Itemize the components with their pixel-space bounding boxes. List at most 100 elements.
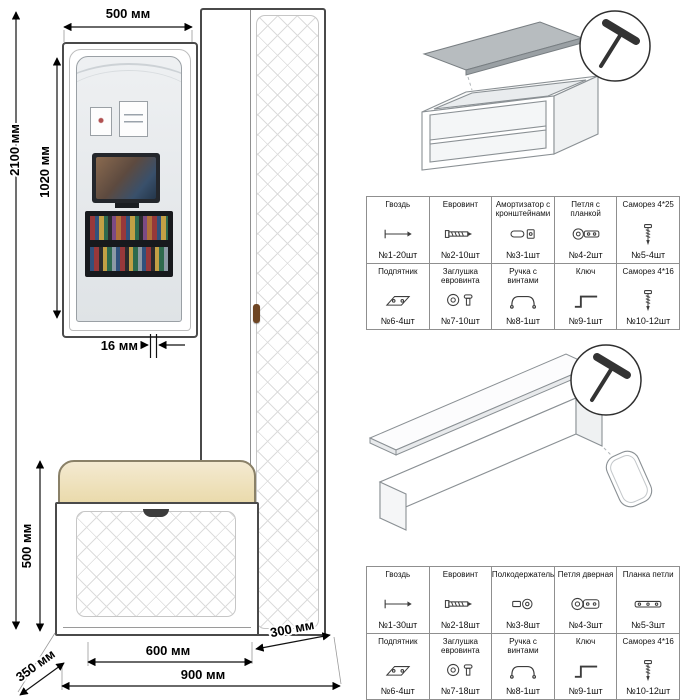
hardware-item: Ручка с винтами №8-1шт [492, 263, 554, 329]
hardware-item-label: Петля дверная [557, 570, 614, 579]
hardware-item: Гвоздь №1-30шт [367, 567, 429, 633]
dim-bench-width: 600 мм [146, 643, 191, 658]
nail-icon [384, 228, 413, 239]
hardware-item-label: Полкодержатель [492, 570, 554, 579]
hardware-item: Подпятник №6-4шт [367, 263, 429, 329]
handle-icon [509, 296, 537, 310]
hardware-item-qty: №7-10шт [440, 316, 480, 326]
screw-icon [644, 223, 653, 246]
hardware-item: Петля с планкой №4-2шт [554, 197, 617, 263]
hardware-item-label: Ручка с винтами [507, 636, 539, 655]
cabinet-side-divider [250, 10, 251, 634]
screw-cap-icon [447, 664, 473, 677]
hardware-item: Ключ №9-1шт [554, 263, 617, 329]
hardware-item-label: Заглушка евровинта [441, 636, 480, 655]
hardware-item-qty: №3-8шт [505, 619, 540, 630]
screw-cap-icon [447, 294, 473, 307]
picture-frame-reflection [90, 107, 112, 136]
rounded-side-panel [605, 450, 653, 508]
hardware-item-label: Ручка с винтами [507, 266, 539, 285]
handle-icon [509, 666, 537, 680]
hardware-item: Саморез 4*16 №10-12шт [617, 633, 679, 699]
hardware-item-label: Гвоздь [385, 570, 411, 579]
floating-long-panel [368, 353, 594, 456]
hardware-item: Саморез 4*25 №5-4шт [617, 197, 679, 263]
hardware-item-label: Евровинт [442, 570, 479, 579]
hardware-item: Заглушка евровинта №7-18шт [429, 633, 492, 699]
hardware-item-qty: №3-1шт [505, 249, 540, 260]
hardware-item: Евровинт №2-10шт [429, 197, 492, 263]
bench-cushion [58, 460, 256, 508]
hardware-item-label: Петля с планкой [570, 200, 601, 219]
mirror-panel [62, 42, 198, 338]
hardware-item-qty: №9-1шт [568, 316, 603, 326]
hardware-item-label: Саморез 4*16 [622, 266, 674, 276]
screw-icon [644, 290, 653, 312]
media-shelf-reflection [85, 211, 173, 277]
ceiling-arch-reflection [77, 63, 181, 155]
hardware-item-label: Евровинт [442, 200, 479, 209]
tv-reflection [92, 153, 160, 203]
dim-total-height: 2100 мм [7, 124, 22, 176]
foot-pad-icon [386, 666, 410, 676]
hardware-table-2: Гвоздь №1-30шт Евровинт №2-18шт Полкодер… [366, 566, 680, 700]
hardware-item: Полкодержатель №3-8шт [492, 567, 554, 633]
exploded-view-bench [421, 10, 651, 171]
tv-stand-reflection [115, 203, 139, 208]
dim-depth: 350 мм [13, 646, 58, 684]
hardware-item-qty: №10-12шт [626, 686, 671, 696]
foot-pad-icon [386, 296, 410, 306]
hardware-item-qty: №6-4шт [380, 316, 415, 326]
exploded-view-cabinet [368, 344, 653, 531]
cabinet-door-handle [253, 304, 260, 323]
hardware-item-label: Ключ [575, 636, 596, 646]
hardware-item: Амортизатор с кронштейнами №3-1шт [492, 197, 554, 263]
hardware-item-qty: №10-12шт [626, 316, 671, 326]
hardware-item-label: Саморез 4*25 [622, 200, 674, 209]
hex-key-icon [573, 665, 598, 679]
hardware-item-qty: №8-1шт [505, 686, 540, 696]
hardware-item: Гвоздь №1-20шт [367, 197, 429, 263]
ceiling-arch-reflection [77, 70, 181, 149]
hardware-item-label: Подпятник [378, 266, 418, 276]
hardware-item-label: Подпятник [378, 636, 418, 646]
mirror-frame [69, 49, 191, 331]
hardware-item-label: Заглушка евровинта [441, 266, 480, 285]
hardware-item-qty: №5-3шт [631, 619, 666, 630]
mirror-glass [76, 56, 182, 322]
hardware-item-qty: №4-2шт [568, 249, 603, 260]
hardware-item-qty: №1-30шт [378, 619, 418, 630]
nail-icon [384, 598, 413, 609]
hardware-item: Планка петли №5-3шт [617, 567, 679, 633]
hardware-item-label: Саморез 4*16 [622, 636, 674, 646]
hardware-item-label: Амортизатор с кронштейнами [495, 200, 551, 219]
hinge-plate-icon [634, 600, 662, 608]
bench-body [55, 502, 259, 636]
hardware-item: Заглушка евровинта №7-10шт [429, 263, 492, 329]
bench-door-handle [143, 509, 169, 517]
dim-mirror-height: 1020 мм [37, 146, 52, 198]
hardware-item-qty: №1-20шт [378, 249, 418, 260]
hardware-item-label: Гвоздь [385, 200, 411, 209]
hardware-item-qty: №4-3шт [568, 619, 603, 630]
hammer-icon [570, 344, 642, 416]
shoe-bench [55, 460, 259, 636]
hardware-item-qty: №8-1шт [505, 316, 540, 326]
hardware-item-label: Планка петли [622, 570, 674, 579]
damper-icon [510, 229, 535, 239]
hardware-item: Ключ №9-1шт [554, 633, 617, 699]
hardware-item-qty: №7-18шт [440, 686, 480, 696]
screw-icon [644, 660, 653, 682]
dim-panel-thickness: 16 мм [101, 338, 138, 353]
hardware-item-label: Ключ [575, 266, 596, 276]
hex-key-icon [573, 295, 598, 309]
hardware-item-qty: №2-18шт [440, 619, 480, 630]
hammer-icon [579, 10, 651, 82]
euro-screw-icon [445, 599, 473, 608]
hardware-item-qty: №5-4шт [631, 249, 666, 260]
books-row [90, 247, 168, 271]
long-box-carcass [378, 397, 604, 531]
bench-plinth [63, 627, 251, 628]
open-box-carcass [421, 75, 599, 171]
